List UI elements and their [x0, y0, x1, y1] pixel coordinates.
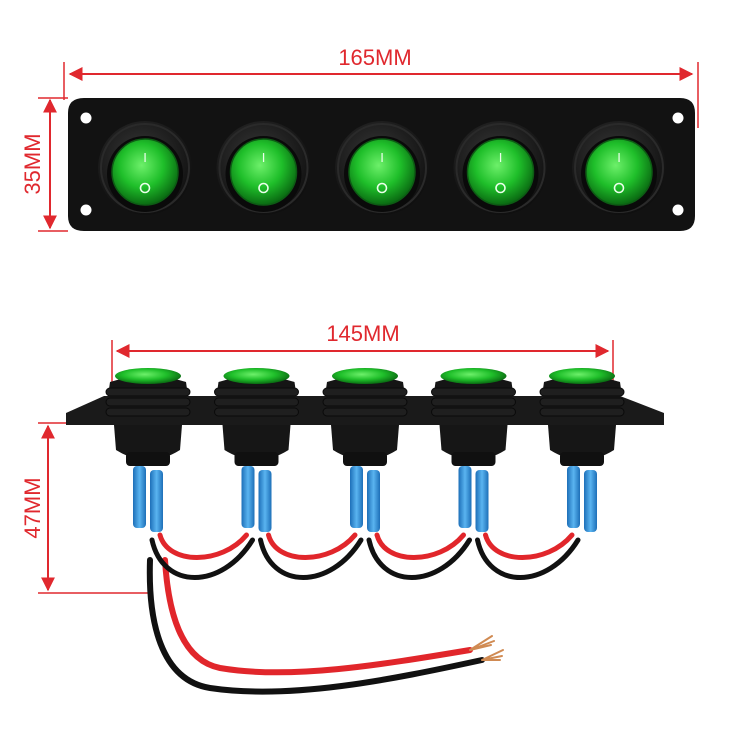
dimension-label-span: 145MM: [326, 321, 399, 346]
rocker-switch-top[interactable]: I: [216, 121, 311, 215]
green-rocker-cap: [230, 139, 297, 205]
dimension-label-height: 35MM: [20, 133, 45, 194]
switch-body: [222, 425, 291, 460]
blue-terminal: [350, 466, 363, 528]
lead-wire-red: [162, 557, 473, 676]
green-rocker-cap: [586, 139, 652, 205]
chain-wire-black: [258, 537, 364, 580]
side-switches: [105, 368, 625, 532]
chain-wire-black: [149, 537, 255, 580]
rocker-switch-side[interactable]: [539, 368, 625, 532]
rocker-switch-side[interactable]: [105, 368, 191, 532]
mounting-hole: [80, 112, 92, 124]
chain-wire-black: [366, 537, 472, 580]
blue-terminal: [258, 470, 272, 532]
chain-wire-red: [157, 532, 249, 560]
rocker-switch-side[interactable]: [214, 368, 299, 532]
mounting-hole: [672, 204, 684, 216]
blue-terminal: [241, 466, 255, 528]
blue-terminal: [150, 470, 163, 532]
green-rocker-cap: [223, 368, 290, 384]
blue-terminal: [367, 470, 380, 532]
rocker-switch-top[interactable]: I: [98, 121, 192, 215]
daisy-chain-wires: [149, 532, 581, 580]
mounting-hole: [80, 204, 92, 216]
switch-body: [114, 425, 182, 460]
green-rocker-cap: [440, 368, 507, 384]
on-symbol: I: [262, 150, 266, 165]
side-view: 145MM 47MM: [20, 321, 664, 695]
blue-terminal: [584, 470, 597, 532]
switch-body: [331, 425, 399, 460]
green-rocker-cap: [115, 368, 181, 384]
switch-body: [548, 425, 616, 460]
stripped-copper-red: [469, 635, 495, 651]
off-symbol: [139, 182, 151, 194]
green-rocker-cap: [112, 139, 178, 205]
green-rocker-cap: [467, 139, 534, 205]
blue-terminal: [475, 470, 489, 532]
chain-wire-black: [475, 537, 581, 580]
dimension-label-depth: 47MM: [20, 477, 45, 538]
chain-wire-red: [483, 532, 575, 560]
green-rocker-cap: [332, 368, 398, 384]
chain-wire-red: [374, 532, 466, 560]
green-rocker-cap: [549, 368, 615, 384]
blue-terminal: [458, 466, 472, 528]
rocker-switch-top[interactable]: I: [572, 121, 666, 215]
lead-wire-black: [146, 557, 485, 695]
green-rocker-cap: [349, 139, 415, 205]
stripped-copper-black: [481, 649, 504, 661]
on-symbol: I: [617, 150, 621, 165]
off-symbol: [495, 182, 506, 194]
on-symbol: I: [499, 150, 503, 165]
on-symbol: I: [143, 150, 147, 165]
chain-wire-red: [266, 532, 358, 560]
top-view: 165MM 35MM I I I I I: [20, 45, 699, 232]
on-symbol: I: [380, 150, 384, 165]
blue-terminal: [567, 466, 580, 528]
off-symbol: [376, 182, 388, 194]
mounting-holes: [80, 112, 684, 216]
mounting-hole: [672, 112, 684, 124]
lead-wires: [146, 557, 504, 695]
dimension-label-width: 165MM: [338, 45, 411, 70]
off-symbol: [258, 182, 269, 194]
switch-body: [439, 425, 508, 460]
rocker-switch-side[interactable]: [322, 368, 408, 532]
rocker-switch-top[interactable]: I: [335, 121, 429, 215]
blue-terminal: [133, 466, 146, 528]
rocker-switch-side[interactable]: [431, 368, 516, 532]
off-symbol: [613, 182, 625, 194]
rocker-switch-top[interactable]: I: [453, 121, 548, 215]
